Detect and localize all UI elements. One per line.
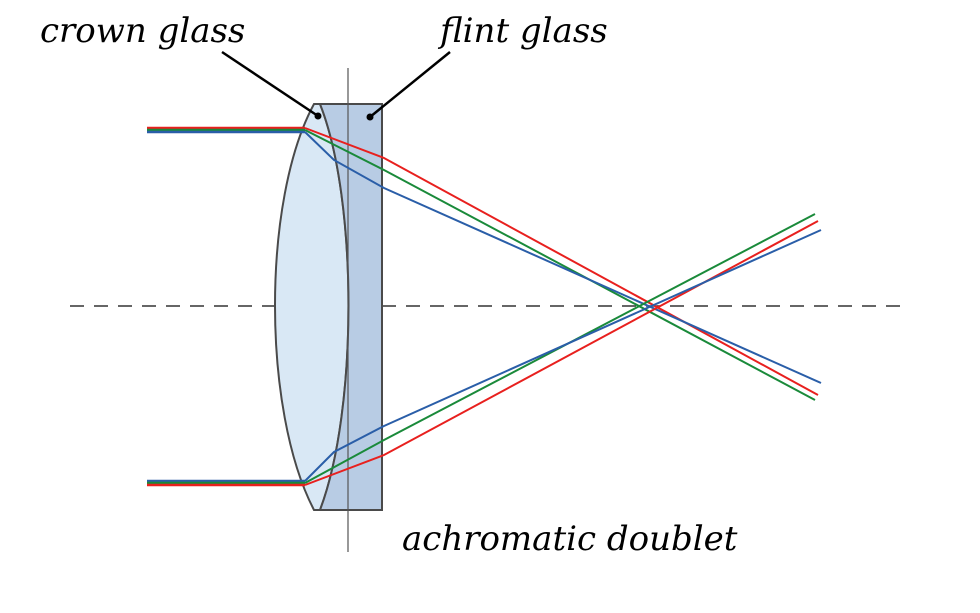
top-red-ray <box>304 127 819 396</box>
top-green-ray <box>304 129 816 401</box>
bottom-red-ray <box>304 220 819 486</box>
crown-glass-marker <box>314 112 322 120</box>
achromatic-doublet-caption: achromatic doublet <box>402 519 738 559</box>
bottom-blue-ray <box>304 229 822 482</box>
crown-glass-leader <box>221 50 319 118</box>
bottom-green-ray <box>304 213 816 484</box>
flint-glass-marker <box>366 113 374 121</box>
top-blue-ray <box>304 131 822 384</box>
flint-glass-leader <box>369 51 451 118</box>
flint-glass-label: flint glass <box>437 11 608 51</box>
crown-glass-label: crown glass <box>40 11 245 51</box>
